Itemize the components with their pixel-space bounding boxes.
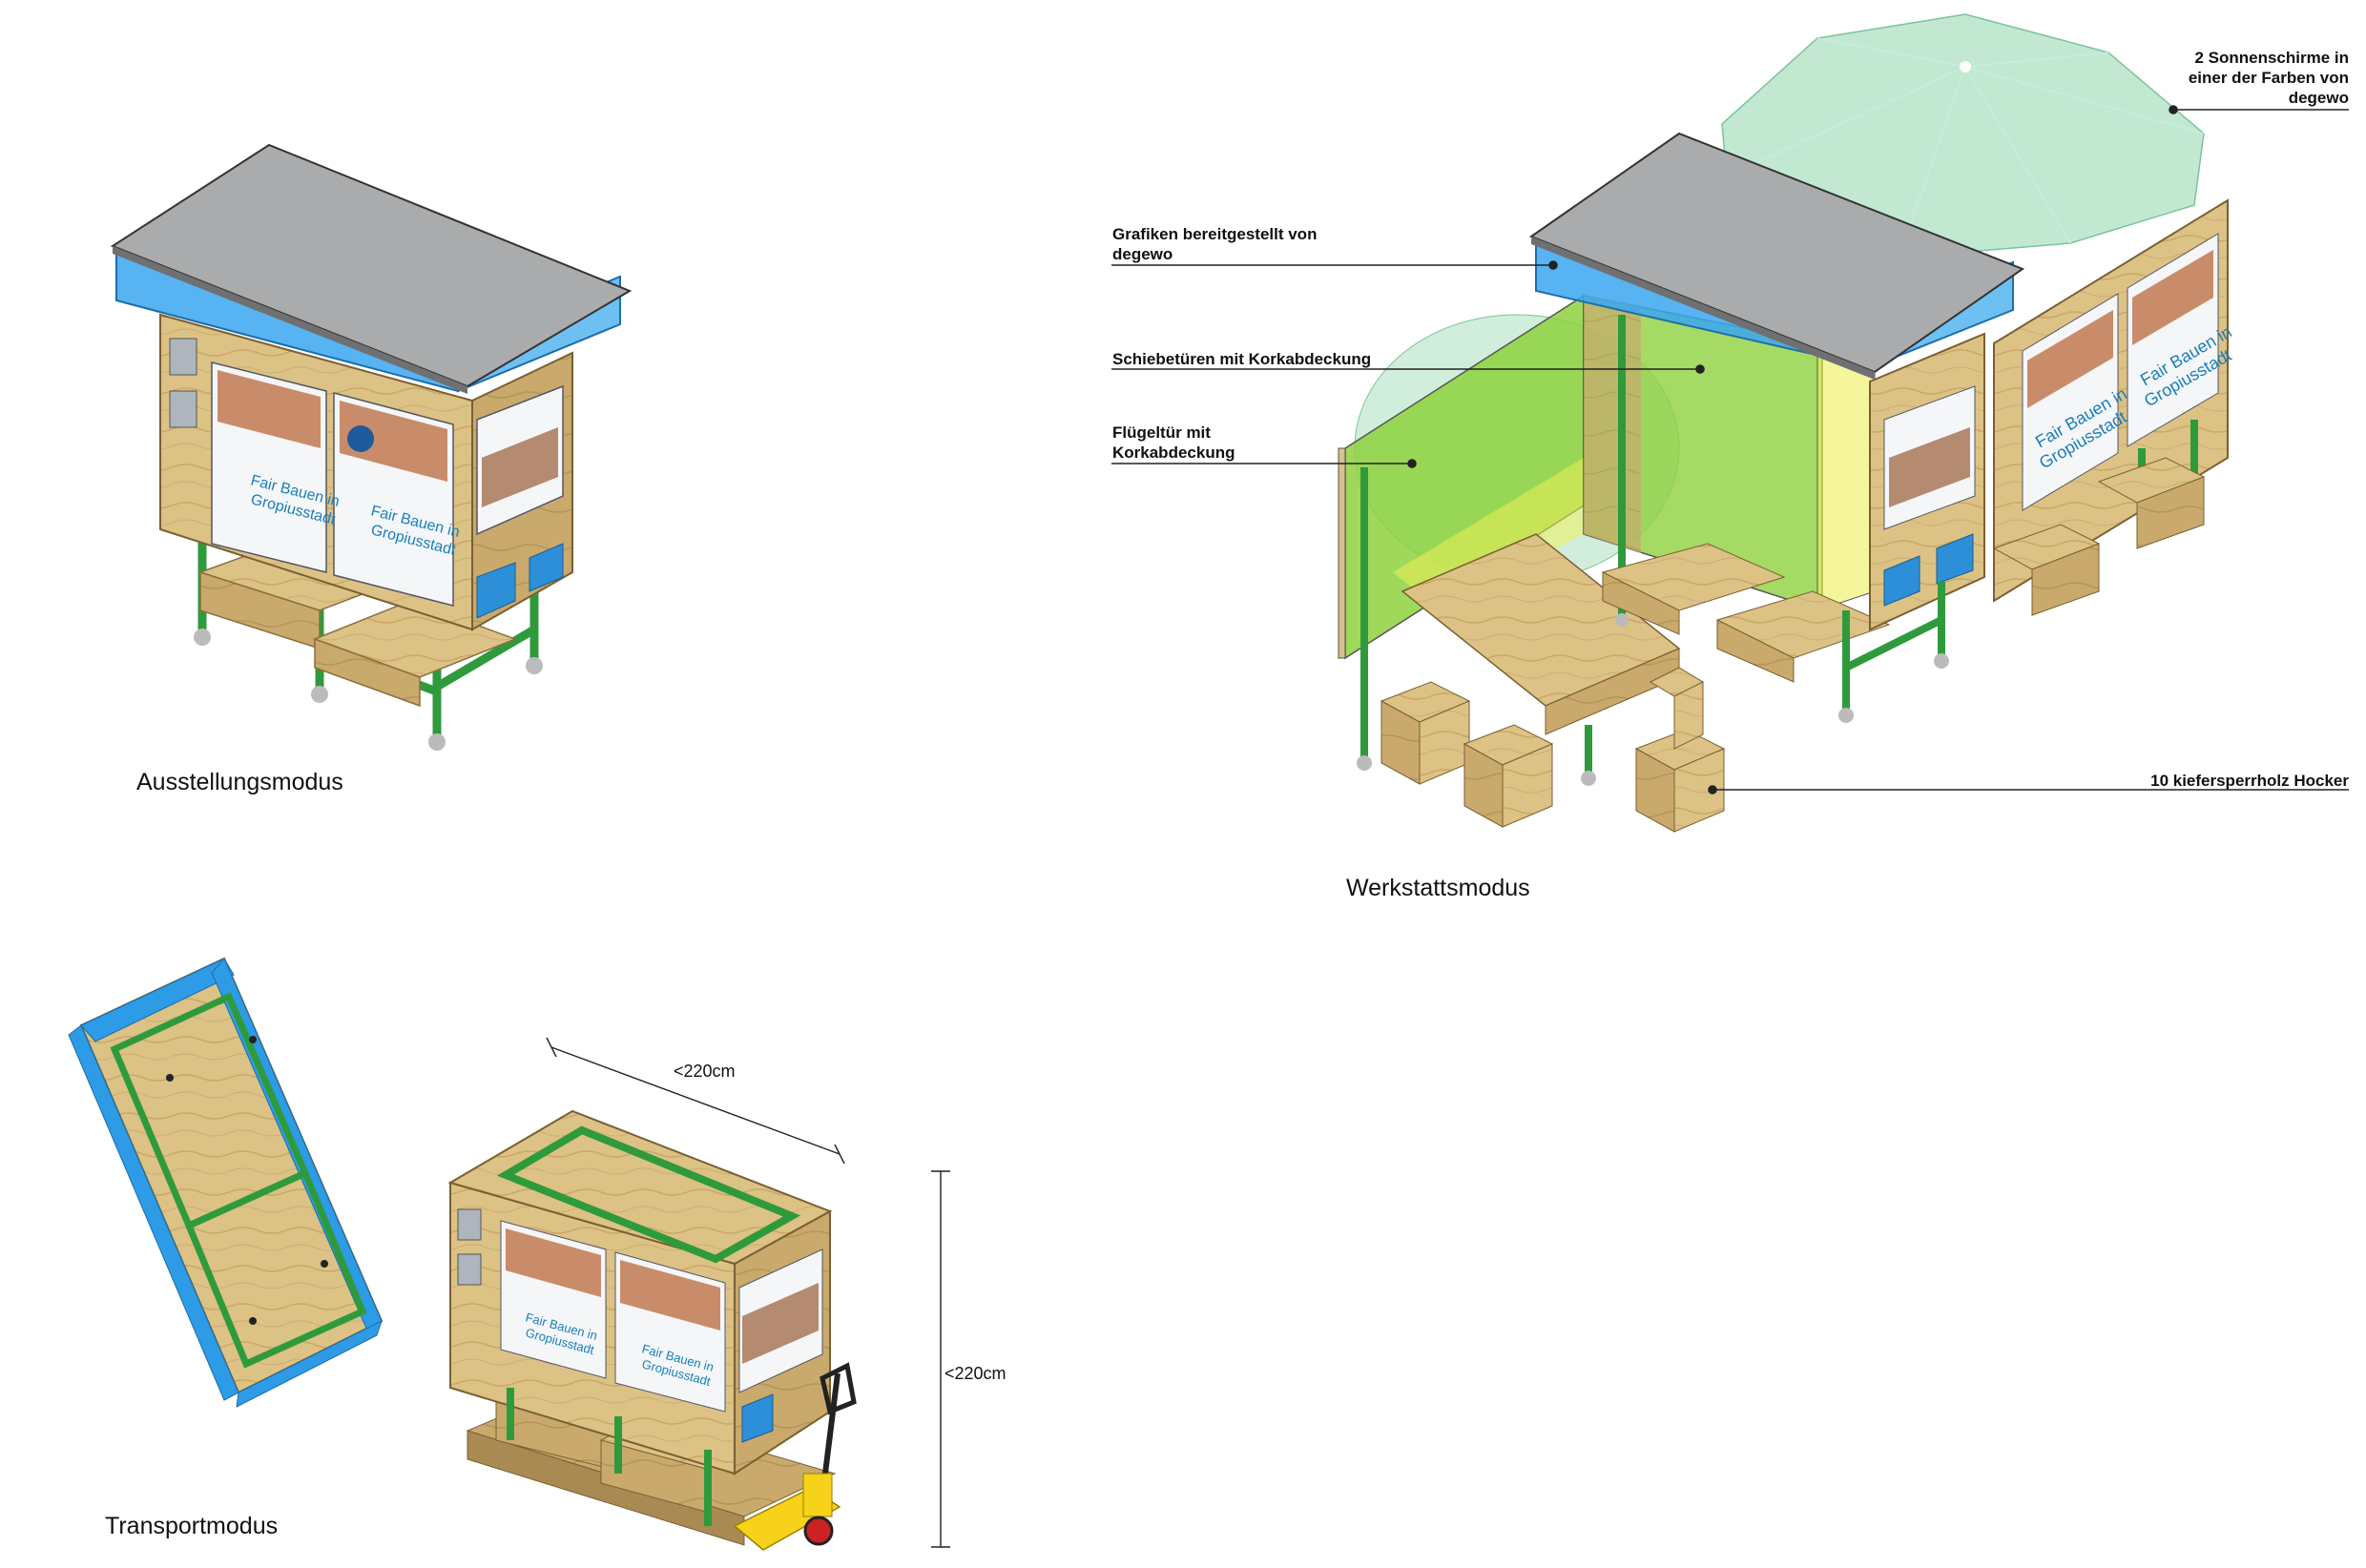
transport-side-poster-photo [742, 1283, 819, 1364]
umbrella-center [1960, 61, 1971, 72]
exhibition-side-poster-photo [482, 427, 558, 507]
leader-dot [1695, 364, 1705, 374]
cabinet-interior-panel [1584, 296, 1641, 553]
transport-blue-box [741, 1393, 774, 1443]
workshop-foot [1357, 755, 1372, 771]
annotation-sliding-doors: Schiebetüren mit Korkabdeckung [1112, 349, 1513, 369]
exhibition-roof-edge [113, 246, 467, 394]
dimension-height-label: <220cm [944, 1364, 1007, 1383]
exhibition-grey-panel [169, 390, 197, 428]
tilted-panel-blue-edge [80, 958, 235, 1042]
transport-tilted-panel [68, 957, 384, 1408]
annotation-line: degewo [2288, 89, 2349, 107]
workshop-roof-edge [1531, 237, 1875, 380]
tilted-panel-bolt [321, 1260, 328, 1268]
exhibition-poster-photo [340, 401, 447, 482]
pallet-jack-body [802, 1473, 833, 1517]
mode-title-exhibition: Ausstellungsmodus [136, 769, 343, 795]
workshop-foot [1581, 771, 1596, 786]
exhibition-foot [428, 733, 446, 751]
transport-top-frame [496, 1125, 801, 1264]
annotation-leaders [1111, 105, 2349, 794]
dimension-tick [834, 1144, 845, 1165]
leader-dot [1548, 260, 1558, 270]
annotation-line: Flügeltür mit [1112, 423, 1211, 442]
open-panel-poster-photo [2027, 310, 2113, 408]
pallet-jack-wheel [803, 1516, 834, 1546]
workshop-foot [1615, 613, 1629, 627]
light-wedge [1393, 458, 1584, 610]
annotation-line: 2 Sonnenschirme in [2194, 49, 2349, 67]
tilted-panel-bolt [166, 1074, 174, 1082]
dimension-tick [546, 1037, 557, 1058]
workshop-foot [1838, 708, 1854, 723]
annotation-line: Korkabdeckung [1112, 444, 1235, 462]
annotation-stools: 10 kiefersperrholz Hocker [2003, 771, 2349, 791]
annotation-graphics: Grafiken bereitgestellt von degewo [1112, 224, 1513, 264]
tilted-panel-bolt [249, 1036, 257, 1043]
exhibition-blue-box [476, 562, 516, 619]
exhibition-mode-illustration: Fair Bauen in Gropiusstadt Fair Bauen in… [110, 143, 633, 751]
annotation-umbrellas: 2 Sonnenschirme in einer der Farben von … [2003, 48, 2349, 108]
stool-front [1673, 681, 1704, 750]
workshop-bench-side [2136, 476, 2205, 549]
exhibition-foot [311, 686, 328, 703]
workshop-foot [1934, 653, 1949, 669]
leader-dot [1708, 785, 1717, 794]
mode-title-transport: Transportmodus [105, 1513, 279, 1539]
umbrella-ribs [1726, 37, 2205, 258]
leader-dot [1407, 459, 1417, 468]
wing-door-edge [1338, 447, 1346, 659]
exhibition-bench-side [314, 637, 421, 708]
tilted-panel-blue-edge [236, 1320, 383, 1408]
workshop-mode-illustration: Fair Bauen in Gropiusstadt Fair Bauen in… [1338, 13, 2235, 833]
exhibition-foot [194, 629, 211, 646]
workshop-blue-box [1936, 533, 1974, 585]
annotation-line: Schiebetüren mit Korkabdeckung [1112, 350, 1372, 368]
transport-poster-photo [620, 1260, 720, 1331]
exhibition-foot [526, 657, 543, 674]
dimension-length-line [550, 1046, 841, 1155]
annotation-line: degewo [1112, 245, 1173, 263]
workshop-bench-side [1716, 619, 1795, 683]
leader-dot [2169, 105, 2178, 114]
workshop-bench-side [2031, 543, 2100, 616]
transport-grey-panel [457, 1208, 482, 1241]
pallet-jack-grip [820, 1362, 857, 1415]
stools [1380, 667, 1726, 833]
transport-grey-panel [457, 1253, 482, 1286]
exhibition-poster-photo [218, 370, 321, 448]
workshop-roof [1528, 132, 2025, 374]
annotation-wing-door: Flügeltür mit Korkabdeckung [1112, 423, 1399, 463]
tilted-panel-bolt [249, 1317, 257, 1325]
tilted-panel-blue-edge [68, 1024, 239, 1401]
transport-box: Fair Bauen in Gropiusstadt Fair Bauen in… [447, 1109, 857, 1551]
dimension-lines [546, 1037, 950, 1548]
annotation-line: einer der Farben von [2188, 69, 2349, 87]
annotation-line: 10 kiefersperrholz Hocker [2150, 772, 2349, 790]
exhibition-poster-badge [347, 425, 374, 452]
annotation-line: Grafiken bereitgestellt von [1112, 225, 1318, 243]
workshop-blue-box [1883, 555, 1920, 607]
workshop-brace [1844, 616, 1943, 671]
mode-title-workshop: Werkstattsmodus [1346, 875, 1530, 901]
stool-front [1673, 748, 1725, 833]
transport-poster-photo [506, 1228, 601, 1297]
dimension-length-label: <220cm [674, 1062, 736, 1081]
stool-front [1502, 743, 1553, 828]
tilted-panel-frame [184, 1168, 367, 1369]
open-panel-poster-photo [2132, 250, 2213, 345]
workshop-bench-side [1602, 571, 1680, 635]
exhibition-blue-box [529, 543, 564, 592]
exhibition-grey-panel [169, 338, 197, 376]
workshop-cabinet-poster-photo [1889, 427, 1970, 507]
